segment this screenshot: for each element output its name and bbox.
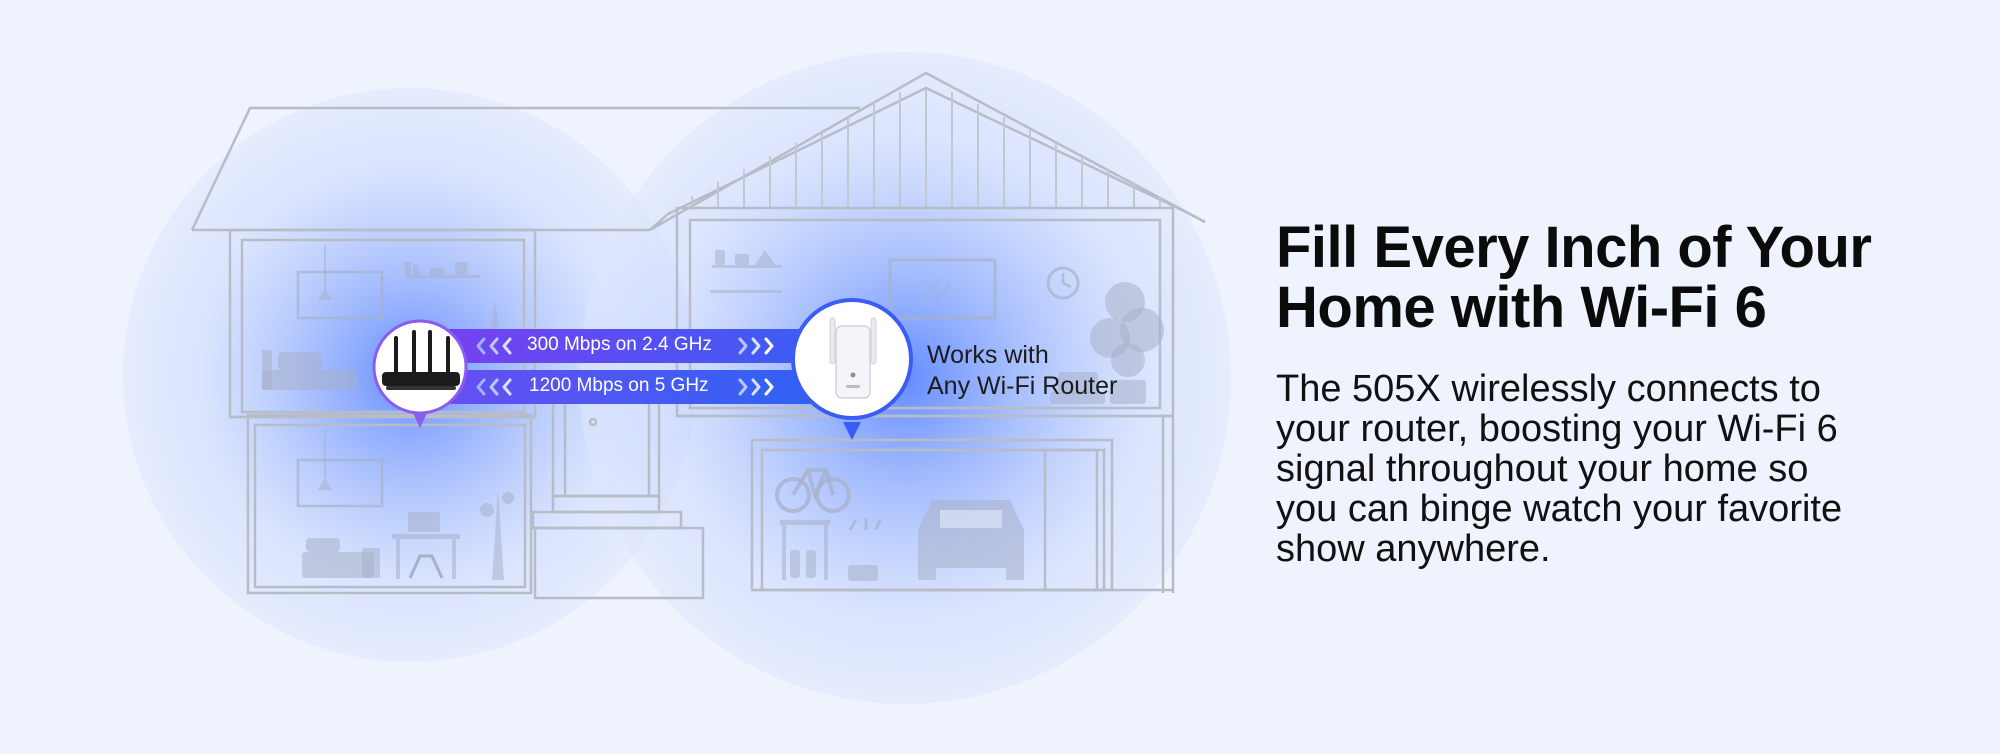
compatibility-line-2: Any Wi-Fi Router xyxy=(927,372,1118,400)
headline: Fill Every Inch of Your Home with Wi-Fi … xyxy=(1276,218,1966,338)
furniture-silhouettes xyxy=(262,245,1164,581)
speed-label-5ghz: 1200 Mbps on 5 GHz xyxy=(529,375,709,396)
compatibility-line-1: Works with xyxy=(927,341,1049,369)
headline-line-1: Fill Every Inch of Your xyxy=(1276,215,1872,280)
description-line-1: The 505X wirelessly connects to xyxy=(1276,368,1821,410)
description-line-3: signal throughout your home so xyxy=(1276,448,1809,490)
bookshelf xyxy=(405,275,480,278)
wall-frame xyxy=(296,270,384,320)
clock-icon xyxy=(1046,266,1080,300)
tv xyxy=(888,258,997,320)
lamp-icon xyxy=(318,288,332,300)
compatibility-caption: Works with Any Wi-Fi Router xyxy=(927,340,1117,402)
desk xyxy=(392,534,460,539)
speed-bar-5ghz xyxy=(420,370,820,404)
plant-icon xyxy=(1090,282,1164,404)
description: The 505X wirelessly connects to your rou… xyxy=(1276,369,1966,569)
description-line-4: you can binge watch your favorite xyxy=(1276,488,1843,530)
range-extender-icon xyxy=(829,317,877,399)
router-icon xyxy=(382,330,460,390)
extender-bubble xyxy=(791,298,913,440)
headline-line-2: Home with Wi-Fi 6 xyxy=(1276,275,1767,340)
house-outline xyxy=(190,71,1206,600)
speed-bars xyxy=(420,329,820,404)
description-line-2: your router, boosting your Wi-Fi 6 xyxy=(1276,408,1838,450)
speed-bar-24ghz xyxy=(420,329,820,363)
router-bubble xyxy=(372,319,468,428)
marketing-copy: Fill Every Inch of Your Home with Wi-Fi … xyxy=(1276,218,1966,570)
bicycle-icon xyxy=(775,468,851,513)
description-line-5: show anywhere. xyxy=(1276,528,1551,570)
speed-label-24ghz: 300 Mbps on 2.4 GHz xyxy=(527,334,712,355)
bed-icon xyxy=(262,370,357,390)
